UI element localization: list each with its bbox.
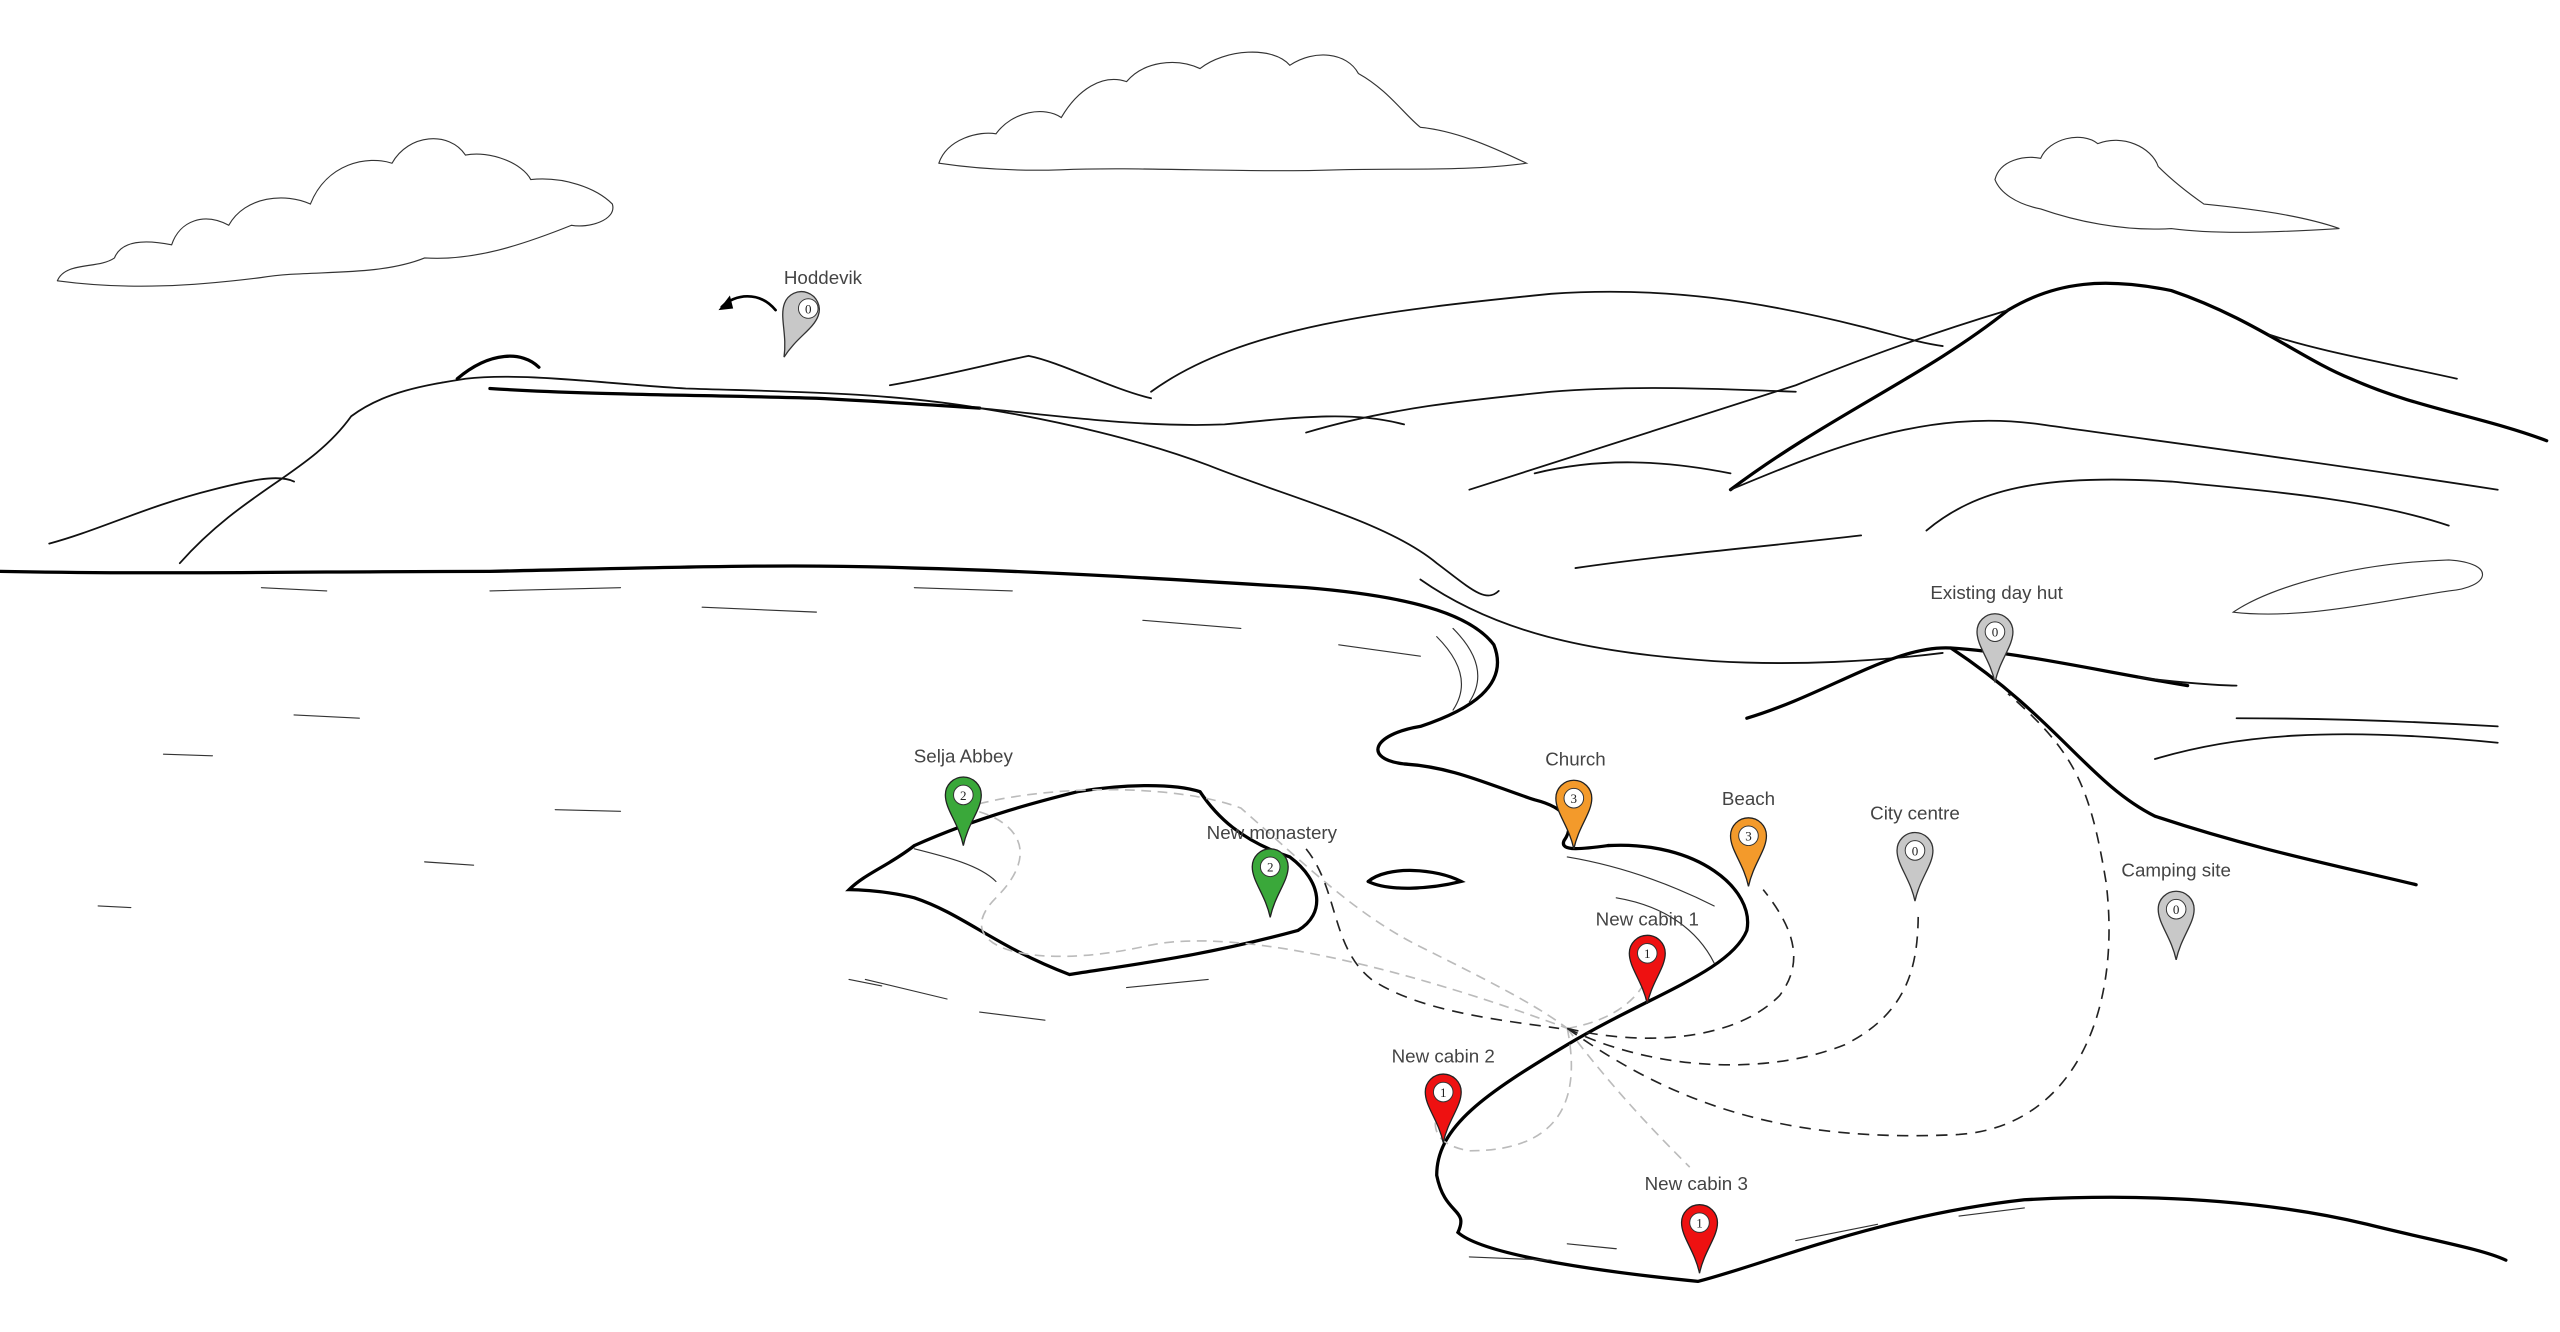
score-badge: 2 bbox=[1267, 860, 1274, 875]
place-label: Beach bbox=[1722, 788, 1775, 809]
score-badge: 0 bbox=[1912, 843, 1919, 858]
score-badge: 0 bbox=[1992, 625, 1999, 640]
routes bbox=[718, 295, 2110, 1168]
score-badge: 1 bbox=[1440, 1085, 1447, 1100]
place-marker-church[interactable]: Church 3 bbox=[1545, 749, 1606, 850]
hills bbox=[48, 281, 2549, 887]
place-marker-new-cabin-2[interactable]: New cabin 2 1 bbox=[1392, 1046, 1495, 1144]
map-pin-icon bbox=[766, 285, 826, 365]
place-marker-existing-day-hut[interactable]: Existing day hut 0 bbox=[1930, 582, 2064, 684]
place-label: Existing day hut bbox=[1930, 582, 2063, 603]
clouds bbox=[56, 51, 2340, 287]
place-marker-selja-abbey[interactable]: Selja Abbey 2 bbox=[914, 745, 1014, 847]
score-badge: 1 bbox=[1696, 1216, 1703, 1231]
place-marker-beach[interactable]: Beach 3 bbox=[1722, 788, 1775, 888]
score-badge: 2 bbox=[960, 788, 967, 803]
place-label: New cabin 3 bbox=[1645, 1173, 1748, 1194]
place-label: Church bbox=[1545, 749, 1606, 770]
shoreline bbox=[0, 564, 2508, 1284]
score-badge: 1 bbox=[1644, 946, 1651, 961]
place-marker-new-cabin-3[interactable]: New cabin 3 1 bbox=[1645, 1173, 1748, 1275]
place-label: New cabin 2 bbox=[1392, 1046, 1495, 1067]
place-marker-hoddevik[interactable]: Hoddevik 0 bbox=[766, 267, 863, 365]
place-marker-city-centre[interactable]: City centre 0 bbox=[1870, 802, 1960, 902]
score-badge: 0 bbox=[805, 301, 812, 316]
place-label: Camping site bbox=[2121, 860, 2231, 881]
place-marker-camping-site[interactable]: Camping site 0 bbox=[2121, 860, 2231, 961]
place-label: Selja Abbey bbox=[914, 745, 1014, 766]
place-marker-new-cabin-1[interactable]: New cabin 1 1 bbox=[1596, 909, 1699, 1005]
pins: Hoddevik 0 Selja Abbey 2 New monastery 2… bbox=[766, 267, 2231, 1275]
place-label: City centre bbox=[1870, 802, 1960, 823]
place-marker-new-monastery[interactable]: New monastery 2 bbox=[1207, 822, 1338, 919]
place-label: New monastery bbox=[1207, 822, 1338, 843]
score-badge: 3 bbox=[1745, 829, 1752, 844]
place-label: Hoddevik bbox=[784, 267, 863, 288]
score-badge: 0 bbox=[2173, 902, 2180, 917]
score-badge: 3 bbox=[1571, 791, 1578, 806]
place-label: New cabin 1 bbox=[1596, 909, 1699, 930]
